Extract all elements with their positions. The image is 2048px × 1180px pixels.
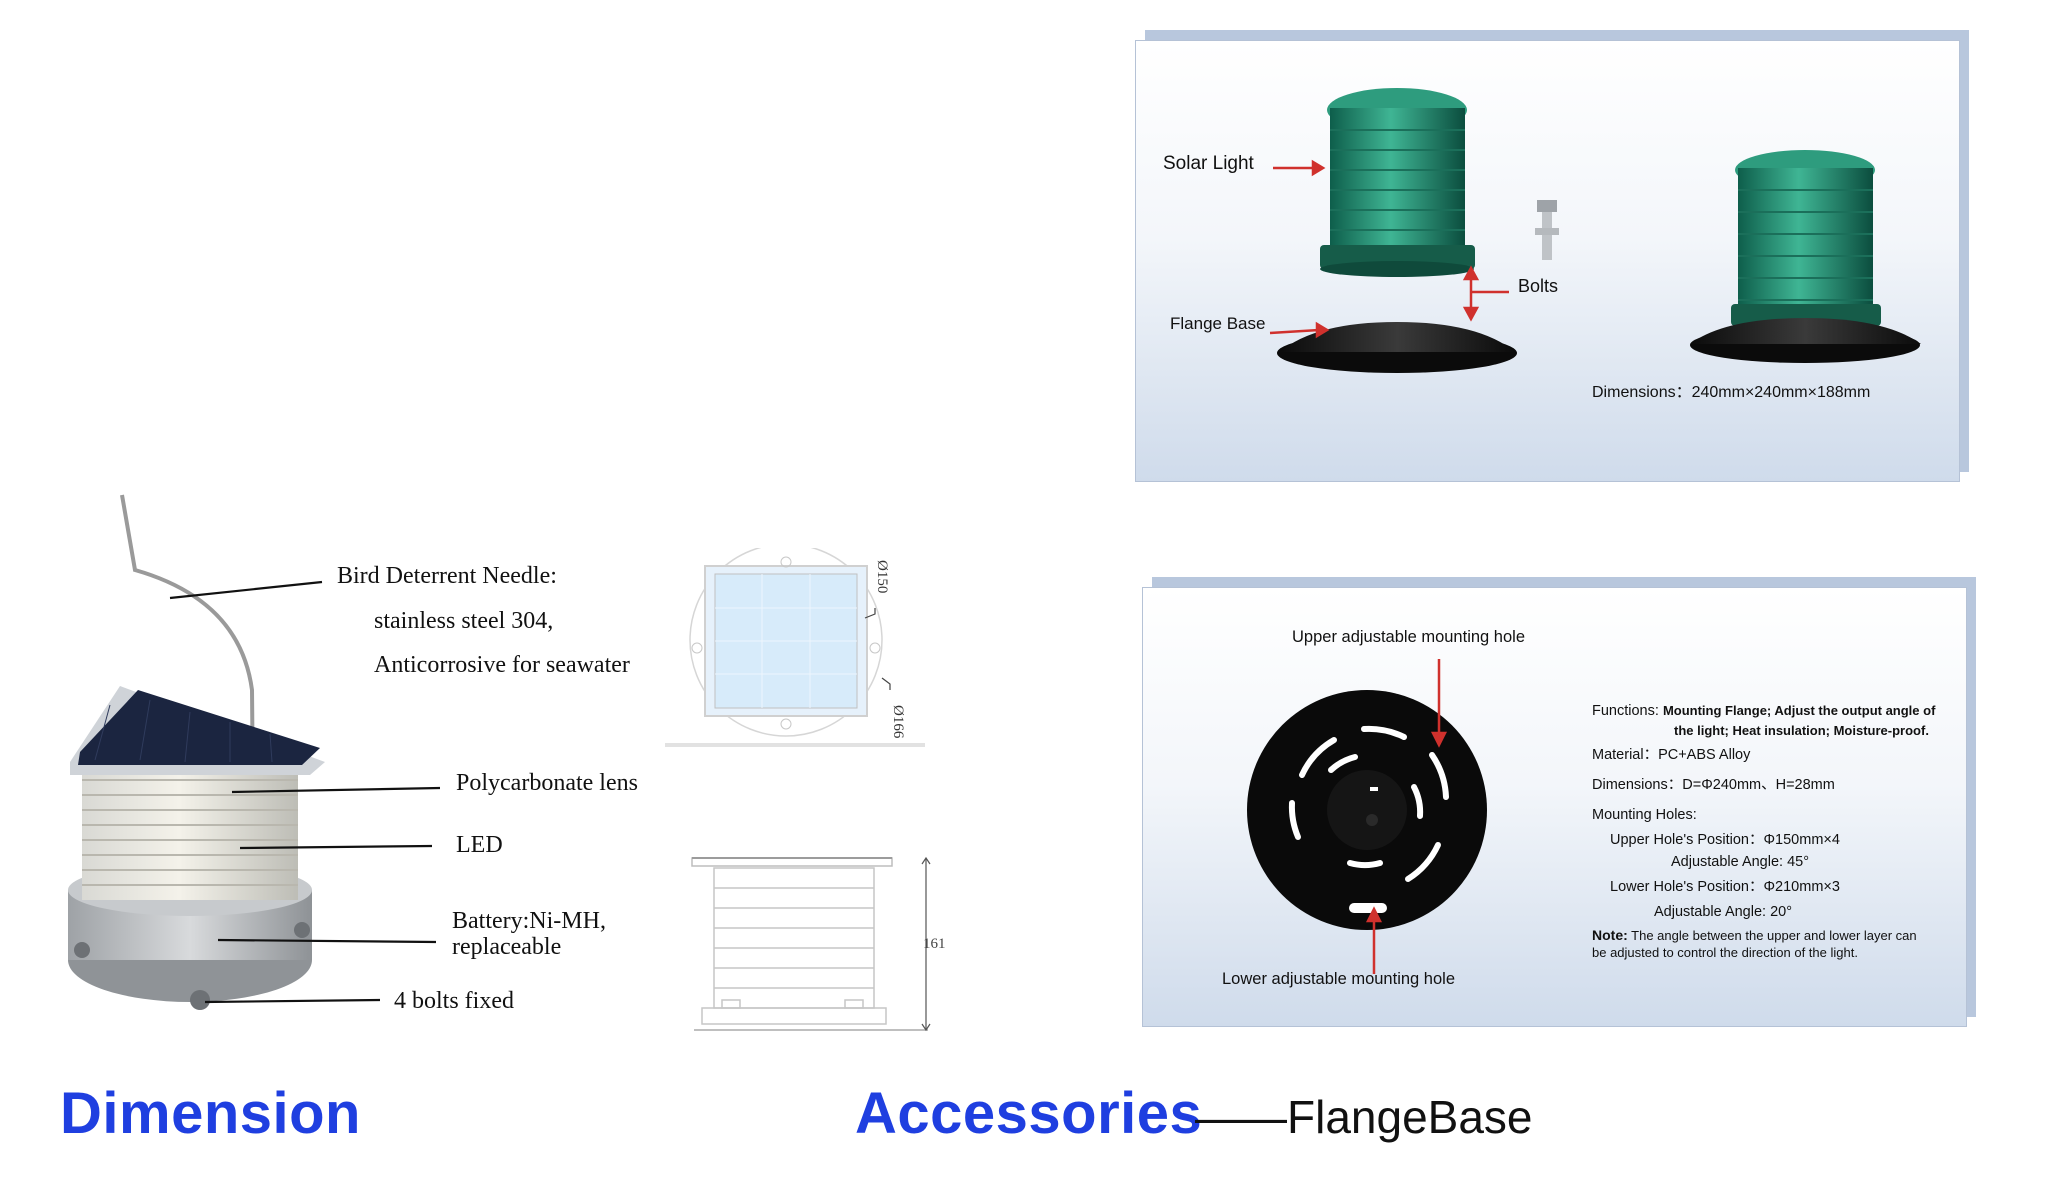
dim-150-label: Ø150 <box>874 560 890 594</box>
functions-line2: the light; Heat insulation; Moisture-pro… <box>1674 723 1929 738</box>
material-spec: Material：PC+ABS Alloy <box>1592 747 1751 763</box>
flange-base-heading: ——FlangeBase <box>1195 1091 1533 1143</box>
top-panel-illustration <box>1269 88 1921 373</box>
dimensions-spec: Dimensions：D=Φ240mm、H=28mm <box>1592 777 1835 793</box>
flange-base-label: Flange Base <box>1170 314 1266 333</box>
note-spec: Note: The angle between the upper and lo… <box>1592 926 1917 945</box>
dimension-heading: Dimension <box>60 1081 361 1146</box>
upper-hole-angle: Adjustable Angle: 45° <box>1671 854 1810 870</box>
note-line1: The angle between the upper and lower la… <box>1631 928 1917 943</box>
upper-hole-position: Upper Hole's Position：Φ150mm×4 <box>1610 832 1840 848</box>
side-view-drawing <box>691 856 931 1032</box>
led-label: LED <box>456 832 503 858</box>
needle-label-line3: Anticorrosive for seawater <box>374 652 630 678</box>
top-dimensions-label: Dimensions：240mm×240mm×188mm <box>1592 384 1871 401</box>
lower-hole-angle: Adjustable Angle: 20° <box>1654 904 1793 920</box>
battery-label-line2: replaceable <box>452 934 562 960</box>
top-view-drawing <box>665 548 925 747</box>
mounting-holes-heading: Mounting Holes: <box>1592 807 1697 823</box>
functions-spec: Functions: Mounting Flange; Adjust the o… <box>1592 702 1935 720</box>
lower-hole-label: Lower adjustable mounting hole <box>1222 970 1455 988</box>
lens-label: Polycarbonate lens <box>456 770 638 796</box>
needle-label-line2: stainless steel 304, <box>374 608 554 634</box>
bolts-label-top: Bolts <box>1518 276 1559 296</box>
top-panel <box>1135 40 1960 482</box>
battery-label-line1: Battery:Ni-MH, <box>452 908 606 934</box>
dim-161-label: 161 <box>923 936 946 952</box>
accessories-heading: Accessories <box>855 1081 1203 1146</box>
solar-light-label: Solar Light <box>1163 153 1254 174</box>
functions-label: Functions: <box>1592 703 1659 719</box>
lamp-illustration <box>68 494 325 1010</box>
flange-disc-illustration <box>1247 659 1487 974</box>
upper-hole-label: Upper adjustable mounting hole <box>1292 628 1525 646</box>
bolts-label: 4 bolts fixed <box>394 988 514 1014</box>
needle-label-line1: Bird Deterrent Needle: <box>337 563 557 589</box>
note-line2: be adjusted to control the direction of … <box>1592 945 1858 960</box>
note-label: Note: <box>1592 927 1628 943</box>
lower-hole-position: Lower Hole's Position：Φ210mm×3 <box>1610 879 1840 895</box>
dim-166-label: Ø166 <box>890 705 906 739</box>
functions-line1: Mounting Flange; Adjust the output angle… <box>1662 703 1936 718</box>
